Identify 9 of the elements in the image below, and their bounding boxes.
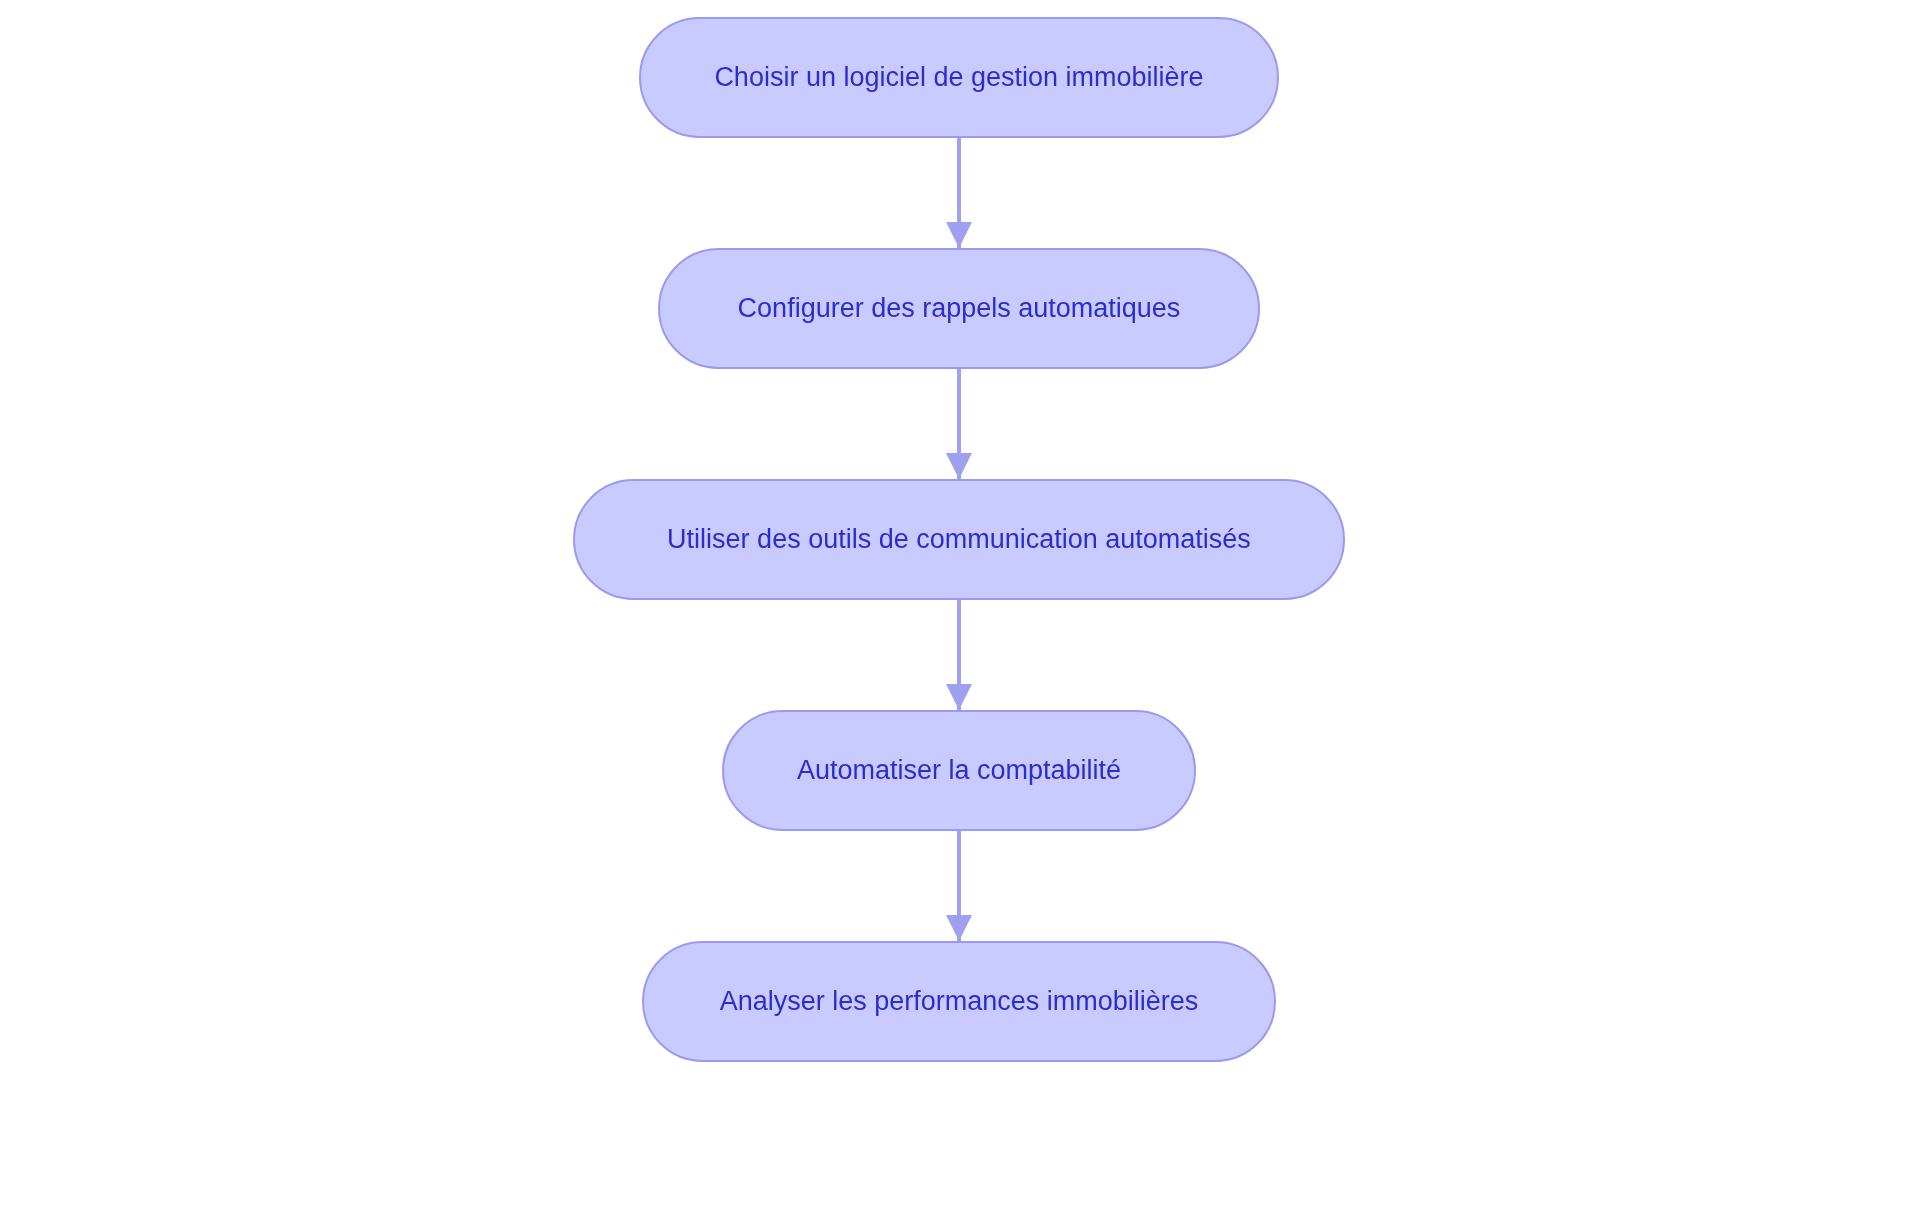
step-label: Analyser les performances immobilières <box>719 986 1199 1017</box>
step-label: Automatiser la comptabilité <box>796 755 1122 786</box>
arrow <box>946 600 972 710</box>
step-label: Utiliser des outils de communication automatisés <box>667 524 1251 555</box>
step-label: Choisir un logiciel de gestion immobilière <box>714 62 1204 93</box>
arrow <box>946 831 972 941</box>
arrow <box>946 369 972 479</box>
arrow <box>946 138 972 248</box>
step-label: Configurer des rappels automatiques <box>737 293 1181 324</box>
